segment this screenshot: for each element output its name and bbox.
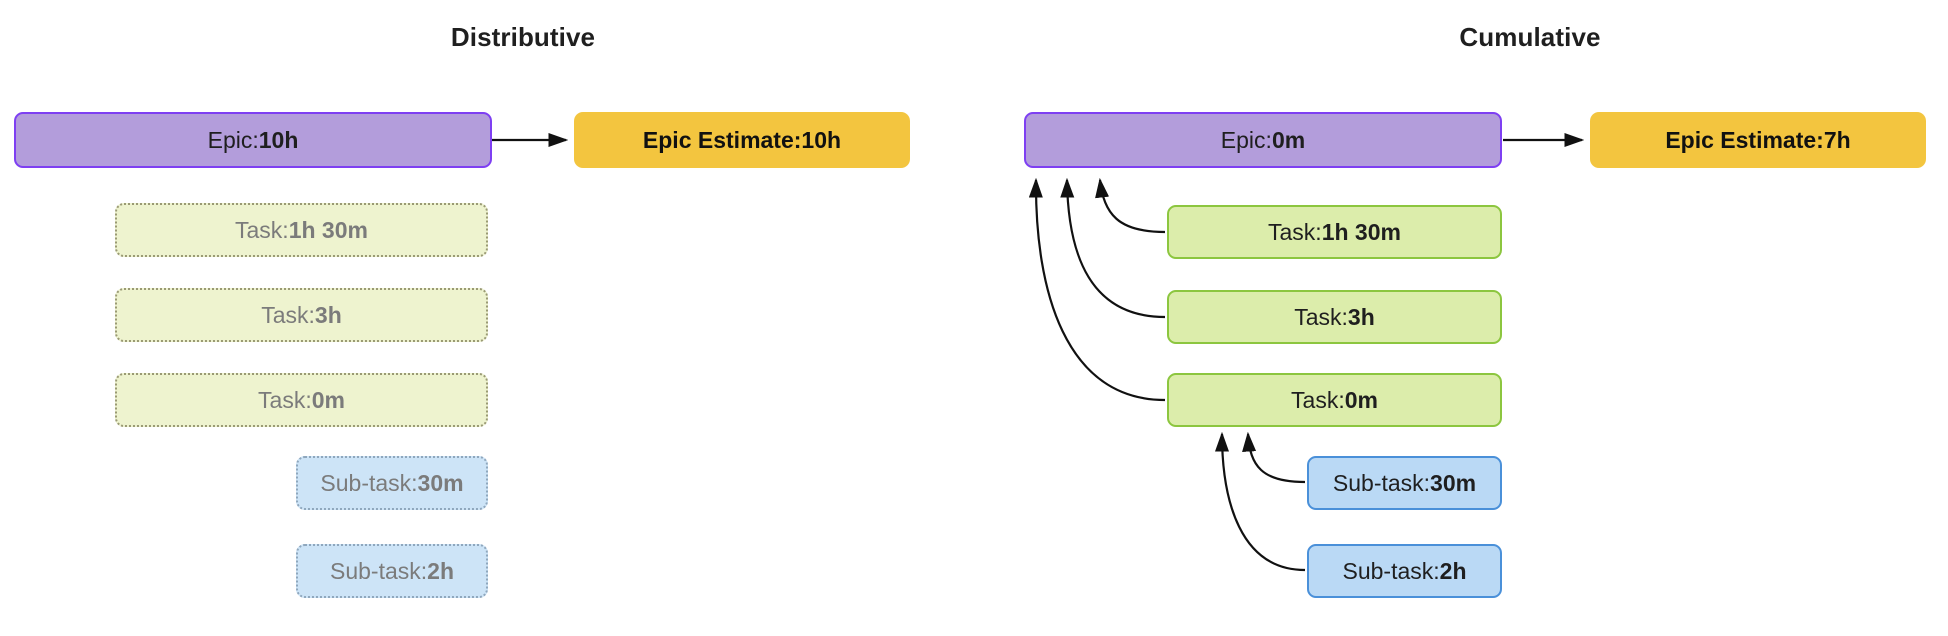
node-label-value: 10h [801, 126, 842, 153]
node-label-value: 30m [417, 469, 464, 496]
node-label-prefix: Epic: [1220, 126, 1272, 153]
node-distributive-epic[interactable]: Epic: 10h [14, 112, 492, 168]
node-cumulative-task-3[interactable]: Task: 0m [1167, 373, 1502, 427]
node-distributive-task-1[interactable]: Task: 1h 30m [115, 203, 488, 257]
node-label-prefix: Epic Estimate: [1665, 126, 1824, 153]
node-label-value: 3h [1347, 303, 1375, 330]
column-title-distributive: Distributive [450, 22, 596, 52]
node-label-value: 1h 30m [1321, 218, 1401, 245]
node-label-prefix: Sub-task: [330, 557, 428, 584]
node-label-prefix: Epic Estimate: [642, 126, 802, 153]
edge-cumulative-subtask2-to-task3 [1214, 431, 1306, 572]
column-title-cumulative: Cumulative [1459, 22, 1601, 52]
node-label-prefix: Sub-task: [1332, 469, 1431, 496]
node-distributive-epic-estimate[interactable]: Epic Estimate: 10h [574, 112, 910, 168]
node-label-value: 3h [314, 301, 342, 328]
node-distributive-task-2[interactable]: Task: 3h [115, 288, 488, 342]
node-label-prefix: Task: [258, 386, 312, 413]
edge-cumulative-task1-to-epic [1095, 177, 1166, 234]
node-label-value: 10h [258, 126, 299, 153]
node-distributive-subtask-1[interactable]: Sub-task: 30m [296, 456, 488, 510]
node-cumulative-subtask-2[interactable]: Sub-task: 2h [1307, 544, 1502, 598]
edge-cumulative-subtask1-to-task3 [1242, 431, 1306, 484]
node-cumulative-epic[interactable]: Epic: 0m [1024, 112, 1502, 168]
node-label-prefix: Sub-task: [1342, 557, 1440, 584]
node-label-value: 7h [1823, 126, 1851, 153]
node-cumulative-task-1[interactable]: Task: 1h 30m [1167, 205, 1502, 259]
node-cumulative-task-2[interactable]: Task: 3h [1167, 290, 1502, 344]
node-label-value: 0m [1344, 386, 1378, 413]
node-label-prefix: Task: [261, 301, 315, 328]
node-label-prefix: Epic: [207, 126, 259, 153]
node-label-prefix: Task: [1268, 218, 1322, 245]
node-label-prefix: Task: [235, 216, 289, 243]
node-cumulative-subtask-1[interactable]: Sub-task: 30m [1307, 456, 1502, 510]
edge-cumulative-task3-to-epic [1028, 177, 1166, 402]
node-label-value: 0m [1271, 126, 1306, 153]
node-cumulative-epic-estimate[interactable]: Epic Estimate: 7h [1590, 112, 1926, 168]
node-label-prefix: Task: [1294, 303, 1348, 330]
edge-cumulative-task2-to-epic [1060, 177, 1166, 319]
node-label-prefix: Task: [1291, 386, 1345, 413]
node-distributive-subtask-2[interactable]: Sub-task: 2h [296, 544, 488, 598]
node-label-value: 2h [1439, 557, 1467, 584]
node-label-value: 1h 30m [288, 216, 368, 243]
node-distributive-task-3[interactable]: Task: 0m [115, 373, 488, 427]
node-label-value: 30m [1430, 469, 1477, 496]
node-label-value: 0m [311, 386, 345, 413]
node-label-value: 2h [427, 557, 454, 584]
node-label-prefix: Sub-task: [320, 469, 418, 496]
